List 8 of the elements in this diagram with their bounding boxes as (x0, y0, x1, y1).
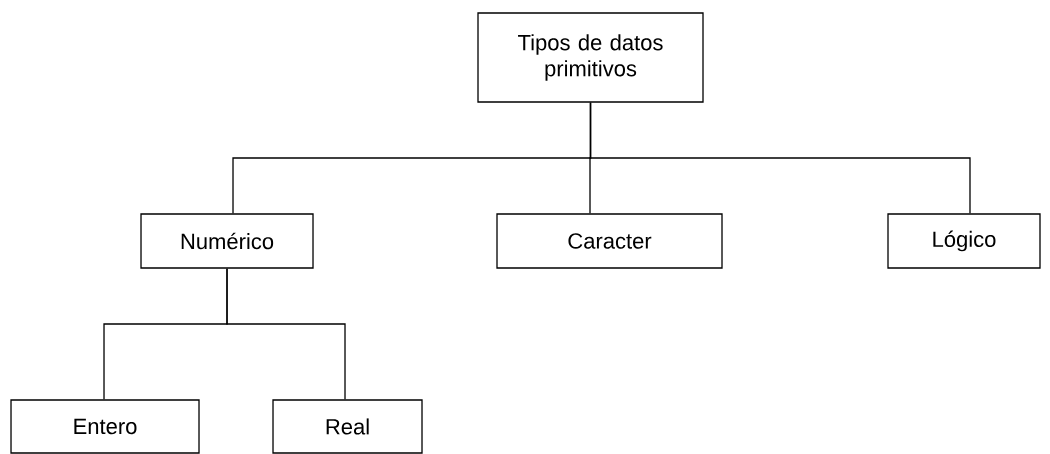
connector-line (589, 102, 971, 214)
category-box: Numérico (140, 213, 314, 269)
category-box: Caracter (496, 213, 723, 269)
connector-line (226, 268, 346, 400)
category-box: Tipos de datos primitivos (477, 12, 704, 103)
category-box: Entero (10, 399, 200, 454)
category-box: Real (272, 399, 423, 454)
category-box: Lógico (887, 213, 1041, 269)
